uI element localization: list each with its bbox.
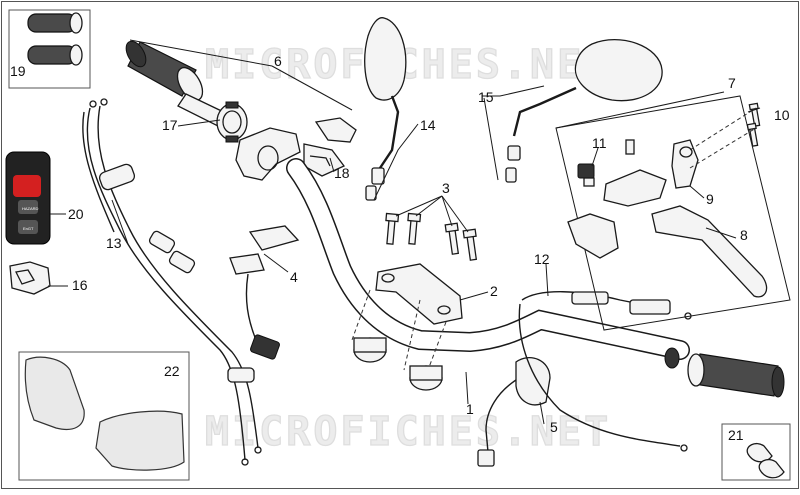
handlebar-1 (286, 158, 690, 369)
left-grip-6 (125, 40, 233, 131)
clamp-alignment-lines (351, 289, 447, 371)
throttle-housing (235, 127, 301, 181)
callout-18: 18 (334, 165, 350, 181)
risers (353, 337, 443, 391)
handguards-22 (24, 356, 185, 471)
right-mirror-15 (505, 39, 663, 183)
throttle-cables-13 (82, 98, 262, 466)
inset-box-clips (721, 423, 791, 481)
callout-5: 5 (550, 419, 558, 435)
callout-22: 22 (164, 363, 180, 379)
callout-7: 7 (728, 75, 736, 91)
callout-2: 2 (490, 283, 498, 299)
clips-21 (746, 442, 785, 479)
watermark-bottom: MICROFICHES.NET (205, 409, 611, 455)
clutch-lever-8 (651, 205, 768, 298)
callout-3: 3 (442, 180, 450, 196)
lever-bracket-9 (603, 139, 699, 207)
connector-4 (229, 225, 300, 360)
switch-label-bottom: EnGT (23, 226, 34, 231)
lever-assembly-outline-7 (555, 95, 791, 331)
bolts-3 (385, 212, 478, 261)
callout-16: 16 (72, 277, 88, 293)
clamp-18 (303, 117, 357, 177)
clamp-upper-2 (375, 263, 463, 325)
watermark-top: MICROFICHES.NET (205, 42, 611, 88)
callout-11: 11 (592, 135, 607, 151)
callout-13: 13 (106, 235, 122, 251)
left-mirror-14 (364, 17, 407, 201)
callout-10: 10 (774, 107, 790, 123)
callout-9: 9 (706, 191, 714, 207)
switch-housing-5 (477, 357, 551, 467)
callout-14: 14 (420, 117, 436, 133)
perch-body (567, 213, 619, 259)
switch-11 (577, 139, 635, 187)
inset-box-grips (8, 9, 91, 89)
callout-12: 12 (534, 251, 550, 267)
leader-lines (48, 39, 761, 425)
right-grip (687, 353, 785, 398)
screw-alignment-lines (689, 107, 757, 169)
screws-10 (746, 102, 761, 147)
throttle-sleeve-17 (216, 101, 248, 143)
callout-15: 15 (478, 89, 494, 105)
callout-6: 6 (274, 53, 282, 69)
clamp-16 (9, 261, 51, 295)
callout-19: 19 (10, 63, 26, 79)
callout-1: 1 (466, 401, 474, 417)
switch-label-top: HAZARD (22, 206, 39, 211)
callout-8: 8 (740, 227, 748, 243)
clutch-cable-12 (518, 291, 692, 452)
callout-17: 17 (162, 117, 178, 133)
hazard-switch-20: HAZARD EnGT (5, 151, 51, 245)
callout-20: 20 (68, 206, 84, 222)
callout-21: 21 (728, 427, 744, 443)
grip-pair-19 (27, 12, 83, 66)
callout-4: 4 (290, 269, 298, 285)
inset-box-handguards (18, 351, 190, 481)
